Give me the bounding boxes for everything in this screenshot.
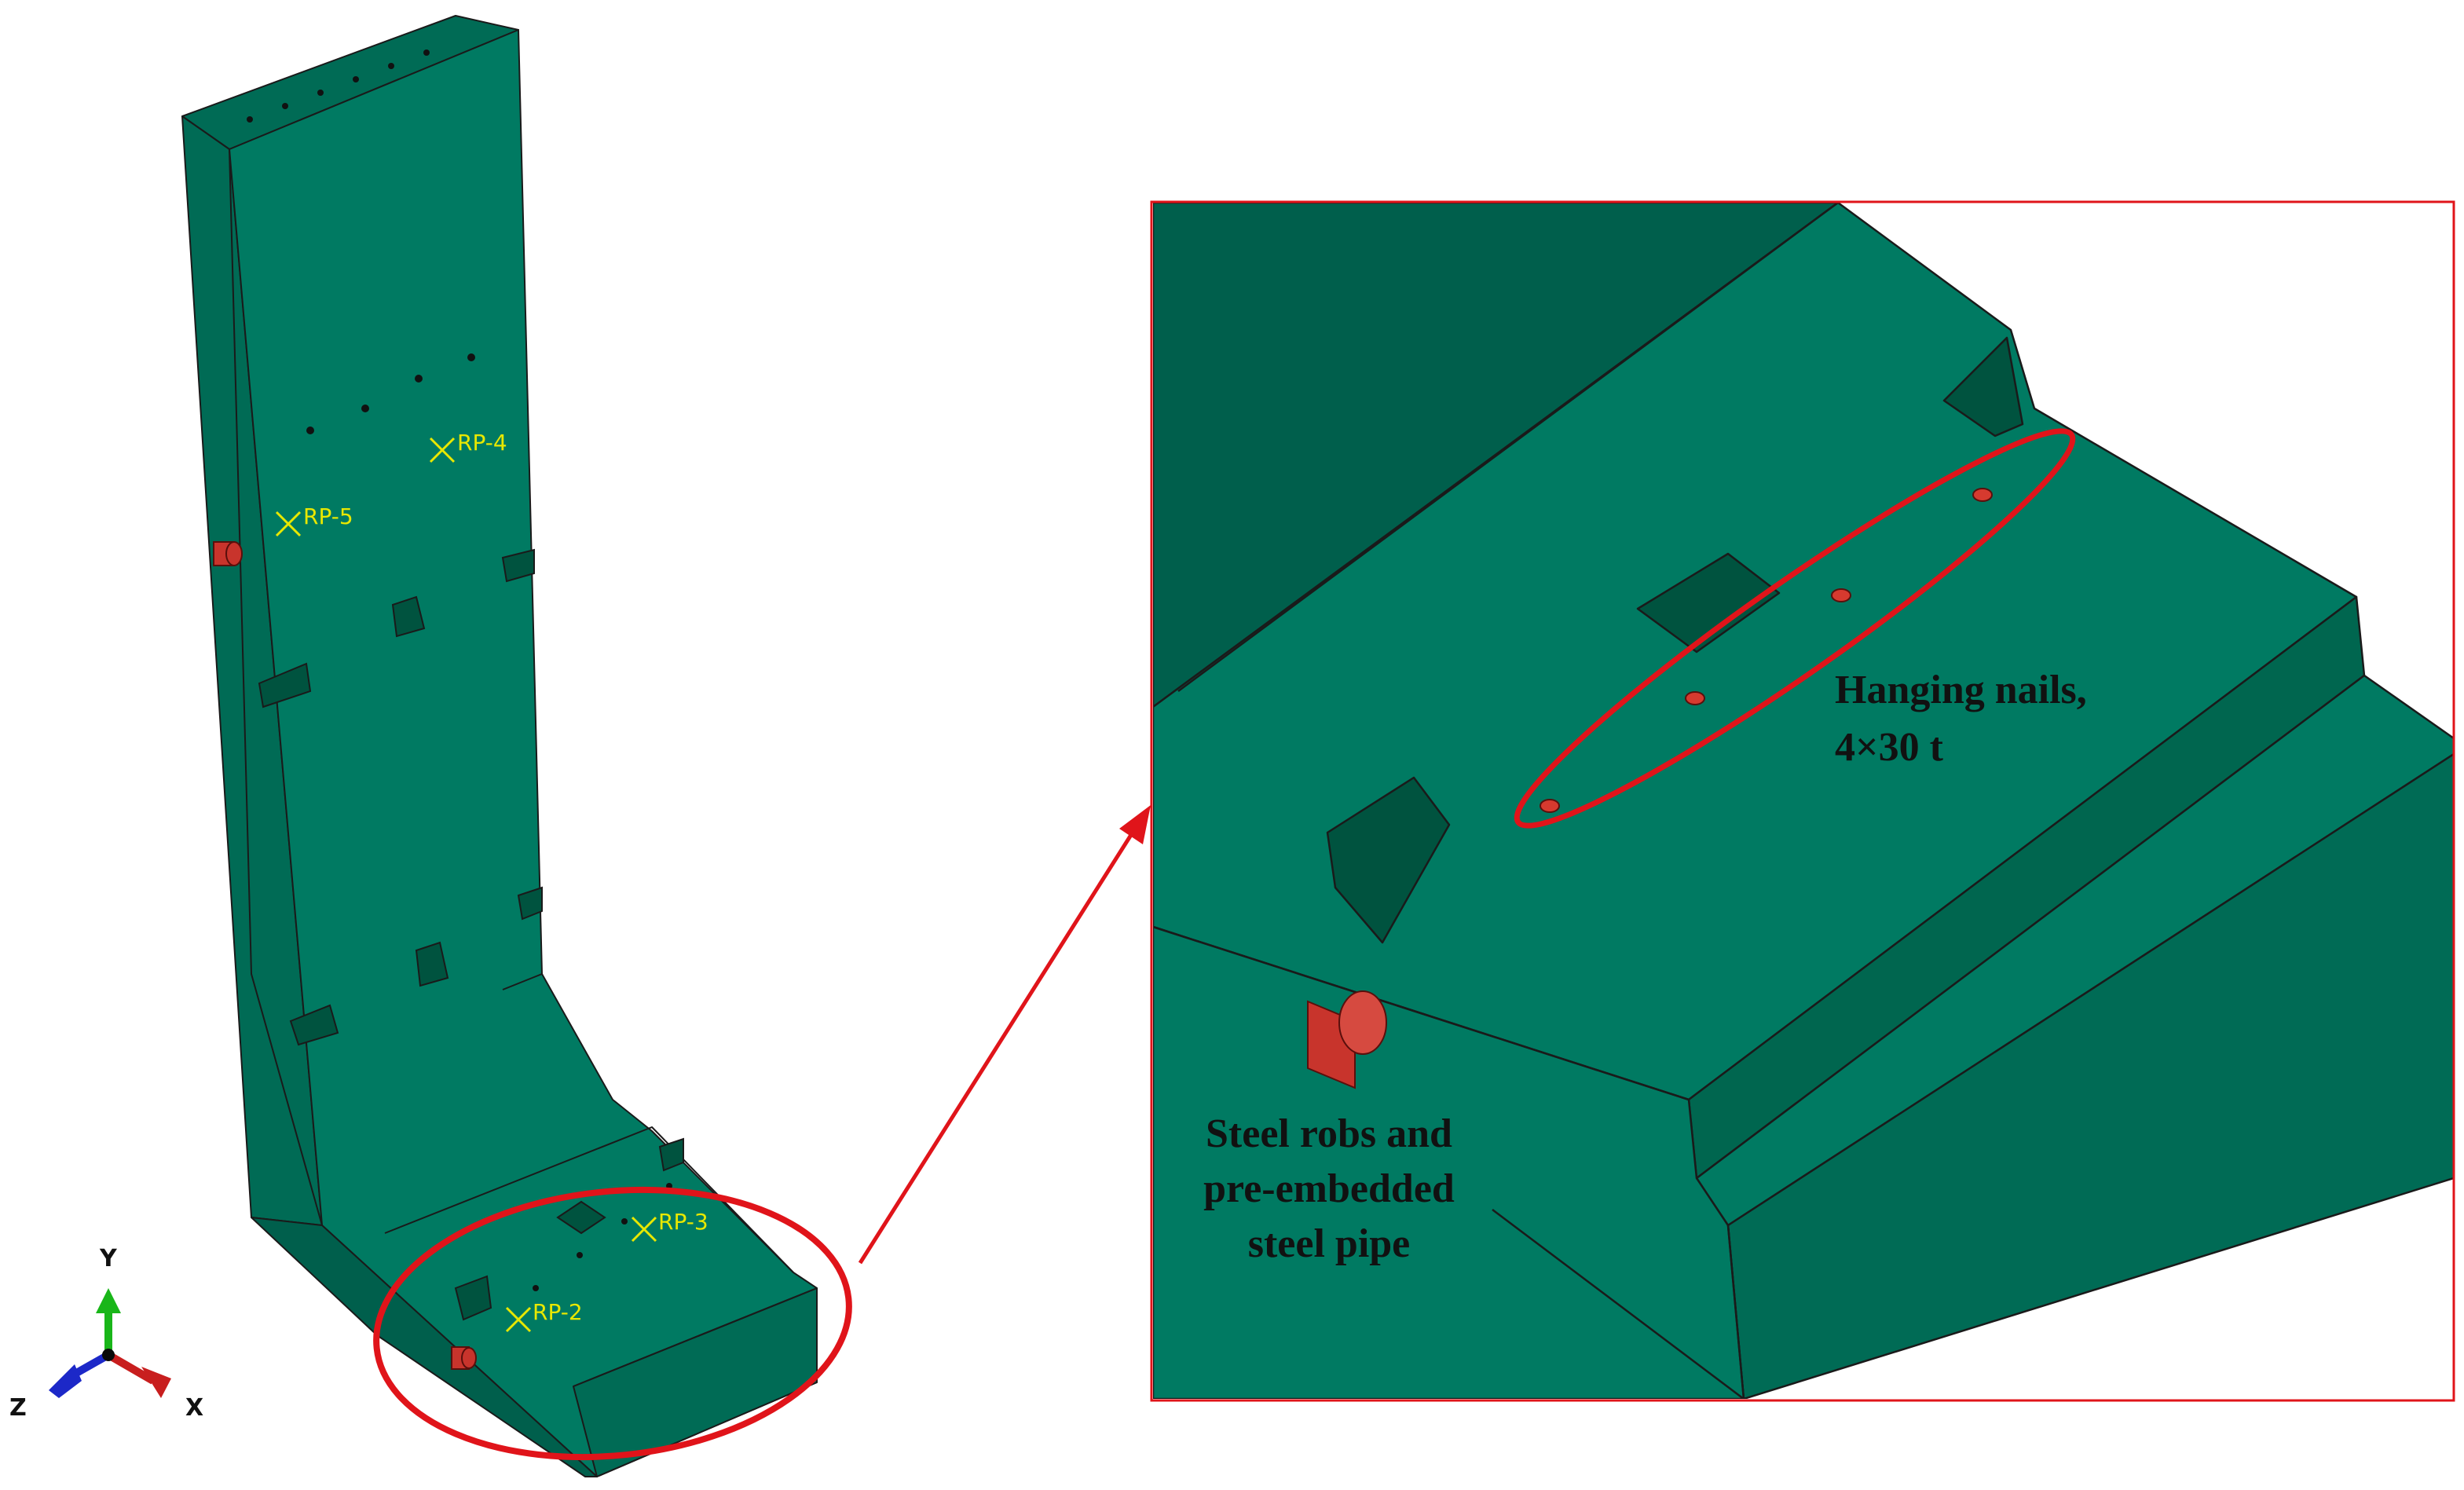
rp-2-marker [505,1306,532,1333]
base-small-hole [621,1218,628,1225]
zoom-square-hole [1636,552,1781,653]
steel-pipe-lower-end [461,1347,477,1369]
top-hole [423,49,430,56]
zoom-detail [1153,203,2454,1399]
steel-callout-line1: Steel robs and [1206,1111,1452,1156]
steel-pipes-model [213,541,477,1370]
axis-triad [49,1288,171,1398]
axis-origin [102,1349,115,1361]
zoom-arrow-line [858,827,1137,1265]
wall-small-hole [415,375,423,383]
base-small-hole [577,1252,583,1258]
hanging-nail-3 [1831,588,1851,602]
zoom-steel-pipe-end [1338,990,1387,1055]
hanging-nail-2 [1685,691,1705,705]
top-hole [247,116,253,123]
fillet-edge [502,973,543,990]
y-axis-label: Y [99,1245,118,1272]
z-axis-label: Z [9,1394,27,1422]
reference-points [275,437,657,1333]
hanging-nail-1 [1540,799,1560,813]
base-left-side [251,1217,598,1477]
zoom-frame [1150,200,2455,1402]
wall-notch [415,941,449,987]
rp-3-label: RP-3 [658,1209,708,1235]
nails-highlight-ellipse [1514,428,2076,829]
wall-notch [258,662,312,708]
column-inner-edge [229,148,323,1226]
rp-4-marker [429,437,456,463]
wall-notch [391,595,426,638]
steel-callout-line3: steel pipe [1248,1221,1411,1266]
zoom-step-edge [1726,1225,1745,1399]
wall-small-hole [306,426,314,434]
top-hole [388,63,394,69]
wall-notch [501,548,535,583]
y-axis-head [96,1288,121,1313]
base-square-hole [556,1200,606,1235]
zoom-notch-right [1942,336,2024,437]
zoom-notch-left [1326,776,1451,944]
nails-callout-line1: Hanging nails, [1835,668,2087,712]
rp-2-label: RP-2 [533,1299,583,1325]
x-axis-label: X [185,1394,203,1422]
hanging-nails [1540,488,1993,813]
rp-3-marker [631,1216,657,1243]
wall-model [181,15,818,1477]
top-hole [317,90,324,96]
x-axis-head [141,1367,171,1398]
base-notch [454,1275,492,1321]
zoom-steel-pipe [1307,990,1387,1089]
z-axis-head [49,1364,82,1398]
zoom-arrow [858,805,1151,1265]
base-notch [658,1137,684,1172]
hanging-nail-4 [1972,488,1993,502]
wall-small-hole [361,405,369,412]
top-hole [282,103,288,109]
x-axis-shaft [106,1351,156,1385]
nails-callout-line2: 4×30 t [1835,725,1944,770]
wall-small-hole [467,353,475,361]
top-hole [353,76,359,82]
rp-5-marker [275,511,302,537]
base-step-edge [573,1287,818,1387]
base-top-edge [384,1126,794,1273]
wall-top-holes [247,49,672,1291]
rp-4-label: RP-4 [457,430,507,456]
zoom-arrow-head [1119,805,1151,844]
rp-5-label: RP-5 [303,503,353,529]
wall-notch [517,886,543,921]
base-small-hole [533,1285,539,1291]
base-highlight-ellipse [373,1186,852,1461]
zoom-front-edge [1153,925,1690,1101]
wall-openings [258,548,684,1321]
wall-notch [289,1004,339,1046]
steel-callout-line2: pre-embedded [1203,1166,1455,1211]
zoom-lower-edge [1492,1209,1745,1399]
steel-pipe-upper-end [225,541,243,566]
zoom-ridge-line [1177,203,1839,693]
